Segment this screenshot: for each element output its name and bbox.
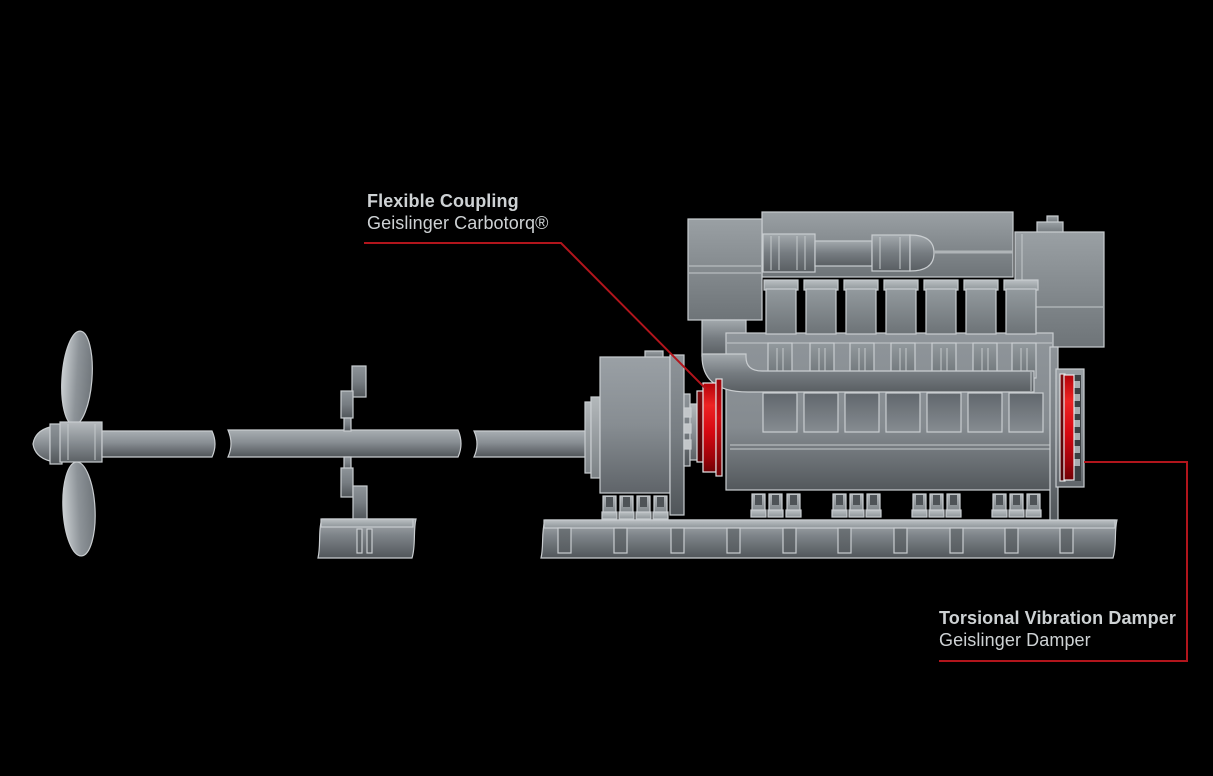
generator-housing bbox=[599, 356, 671, 494]
coupling-disc-front bbox=[715, 378, 723, 477]
generator bbox=[584, 350, 699, 520]
flexible-coupling-label-subtitle: Geislinger Carbotorq® bbox=[367, 213, 549, 233]
charge-air-pipe bbox=[762, 233, 1013, 273]
torsional-vibration-damper bbox=[1049, 346, 1085, 521]
damper-label-title: Torsional Vibration Damper bbox=[939, 608, 1176, 628]
propeller-blade-bottom bbox=[62, 461, 96, 557]
propeller-shaft bbox=[101, 429, 587, 458]
shaft-segment-1 bbox=[101, 430, 216, 458]
shaft-bearing-pedestal bbox=[317, 365, 417, 559]
diesel-engine bbox=[687, 211, 1105, 518]
flexible-coupling-label: Flexible Coupling Geislinger Carbotorq® bbox=[367, 190, 548, 234]
flexible-coupling bbox=[696, 378, 723, 477]
damper-label-subtitle: Geislinger Damper bbox=[939, 630, 1091, 650]
damper-leader-line bbox=[939, 461, 1188, 662]
damper-ring-highlight bbox=[1063, 374, 1075, 481]
propeller-blade-top bbox=[61, 330, 93, 426]
shaft-segment-2 bbox=[227, 429, 462, 458]
coupling-disc-highlight bbox=[702, 382, 717, 473]
crankcase-covers bbox=[762, 392, 1044, 433]
shaft-flange bbox=[584, 401, 592, 474]
propeller-cone bbox=[32, 426, 51, 462]
damper-label: Torsional Vibration Damper Geislinger Da… bbox=[939, 607, 1176, 651]
flexible-coupling-label-title: Flexible Coupling bbox=[367, 191, 519, 211]
rocker-covers bbox=[763, 279, 1039, 335]
engine-base-frame bbox=[540, 519, 1118, 559]
engine-feet bbox=[750, 493, 1042, 518]
propeller-hub bbox=[59, 421, 103, 463]
exhaust-manifold bbox=[701, 353, 1035, 393]
flexible-coupling-leader-line bbox=[364, 242, 707, 390]
shaft-segment-3 bbox=[473, 430, 587, 458]
propeller bbox=[32, 330, 103, 557]
